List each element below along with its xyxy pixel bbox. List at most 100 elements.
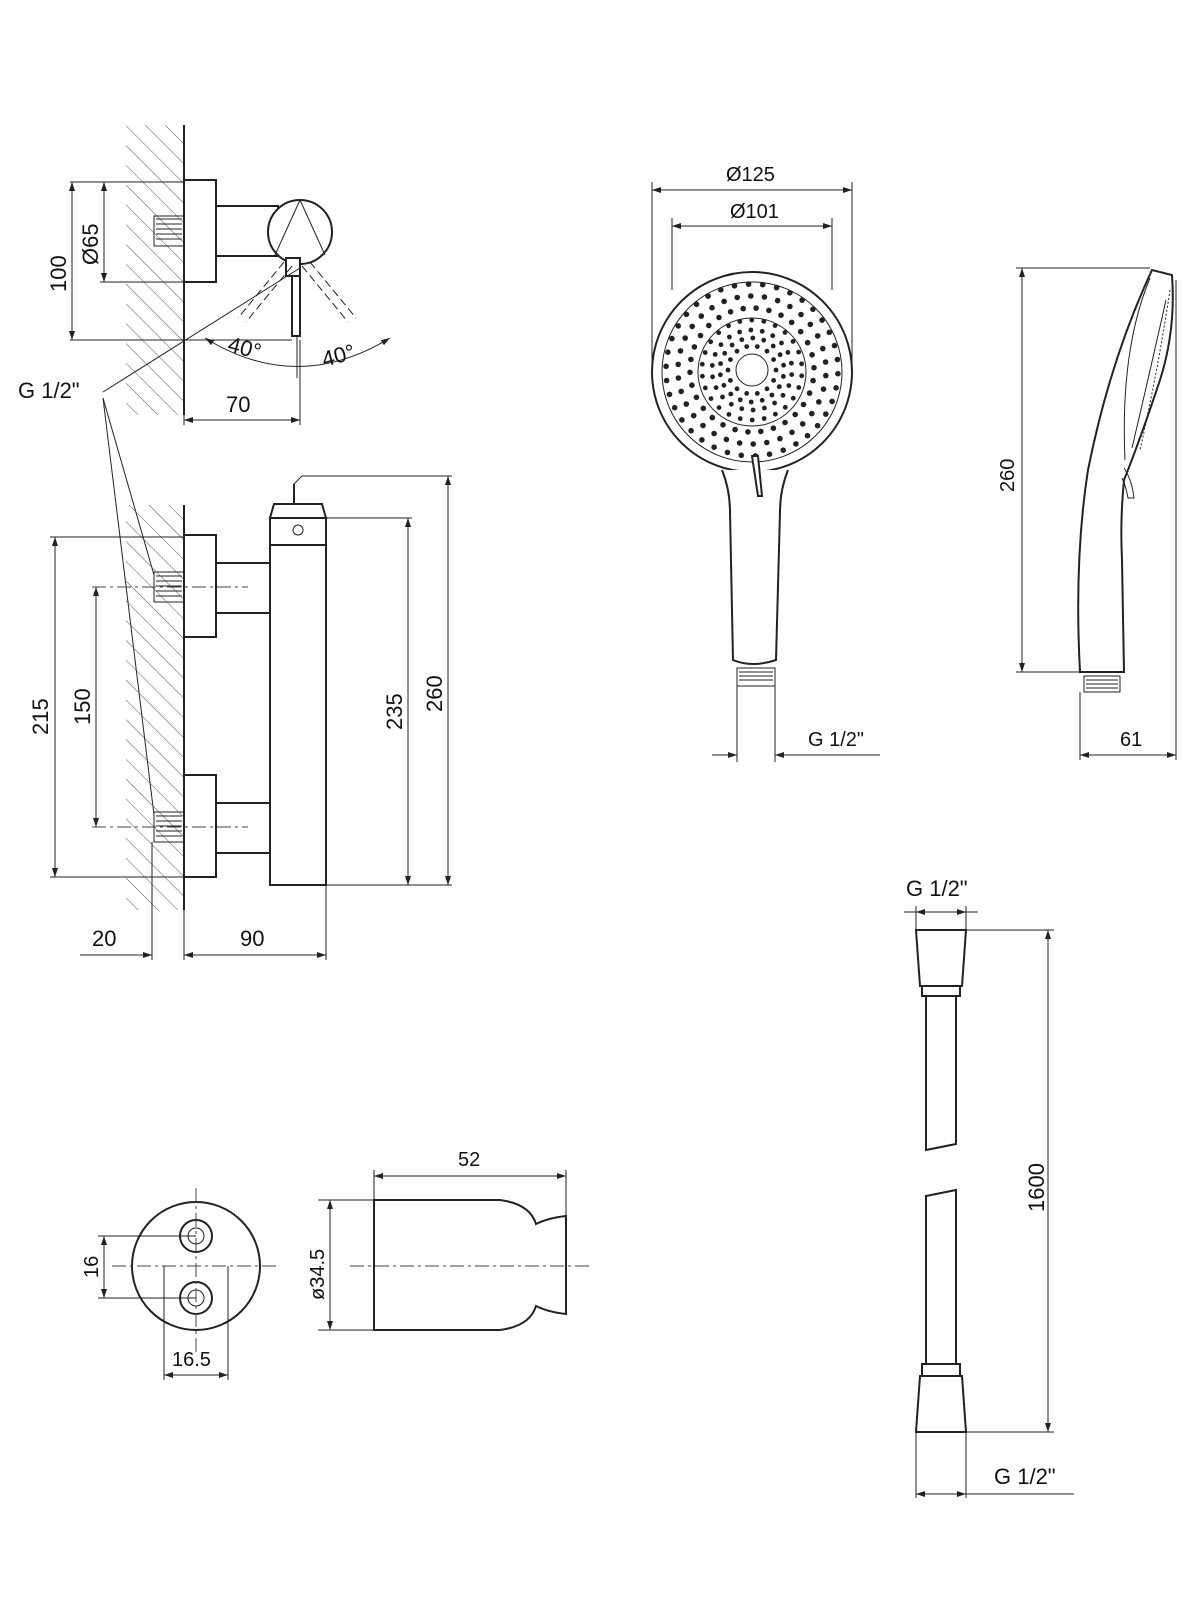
- hand-shower-front: Ø125 Ø101 G 1/2": [651, 164, 880, 762]
- dim-235: 235: [382, 693, 407, 730]
- spray-hole: [761, 416, 767, 421]
- spray-hole: [761, 337, 767, 343]
- mixer-body: [269, 544, 327, 886]
- spray-hole: [729, 342, 735, 348]
- spray-hole: [773, 367, 779, 373]
- spray-hole: [814, 333, 821, 339]
- spray-hole: [723, 436, 730, 443]
- thread-label-hose-bottom: G 1/2": [994, 1464, 1056, 1489]
- hose-bottom-nut: [914, 1375, 968, 1433]
- angle-right-label: 40°: [319, 339, 358, 372]
- dim-1600: 1600: [1024, 1163, 1049, 1212]
- dim-diameter-34-5: ø34.5: [307, 1249, 329, 1300]
- spray-hole: [721, 382, 727, 388]
- spray-hole: [677, 348, 684, 354]
- mixer-front-view: 215 150 235 260 20 90: [28, 475, 452, 960]
- spray-hole: [691, 344, 698, 350]
- spray-hole: [739, 337, 745, 343]
- spray-hole: [759, 328, 765, 334]
- spray-hole: [786, 383, 792, 388]
- spray-hole: [687, 369, 693, 376]
- dim-90: 90: [240, 926, 264, 951]
- spray-hole: [693, 301, 700, 308]
- spray-hole: [764, 348, 770, 354]
- spray-hole: [688, 356, 694, 363]
- spray-hole: [816, 399, 822, 405]
- spray-hole: [727, 309, 734, 315]
- spray-hole: [710, 374, 715, 380]
- spray-hole: [689, 382, 695, 389]
- spray-hole: [823, 372, 829, 379]
- spray-hole: [809, 410, 815, 417]
- spray-hole: [745, 281, 752, 287]
- spray-hole: [700, 422, 706, 429]
- hose-top-nut: [914, 929, 968, 987]
- spray-hole: [728, 378, 733, 383]
- spray-hole: [732, 426, 738, 433]
- spray-hole: [761, 294, 768, 300]
- spray-hole: [759, 397, 765, 403]
- spray-hole: [785, 350, 791, 355]
- spray-hole: [711, 444, 717, 451]
- spray-hole: [759, 281, 766, 288]
- spray-hole: [789, 372, 795, 377]
- thread-label-shower: G 1/2": [808, 729, 864, 751]
- spray-hole: [799, 361, 804, 367]
- spray-hole: [731, 283, 738, 289]
- spray-hole: [728, 401, 734, 407]
- spray-hole: [796, 349, 802, 355]
- spray-hole: [738, 452, 745, 459]
- spray-hole: [798, 311, 804, 318]
- spray-hole: [782, 404, 788, 410]
- spray-hole: [770, 343, 776, 349]
- spray-hole: [709, 414, 716, 421]
- spray-hole: [702, 350, 708, 355]
- spray-hole: [788, 319, 795, 326]
- spray-hole: [807, 321, 814, 328]
- spray-hole: [780, 447, 786, 454]
- spray-hole: [716, 314, 722, 321]
- spray-hole: [706, 322, 712, 329]
- spray-hole: [739, 406, 745, 412]
- spray-hole: [779, 340, 784, 346]
- dim-215: 215: [28, 698, 53, 735]
- hose-upper: [925, 995, 957, 1152]
- spray-hole: [665, 349, 671, 356]
- spray-hole: [835, 370, 841, 377]
- hose-lower: [925, 1188, 957, 1365]
- spray-hole: [806, 390, 813, 396]
- mixer-cap: [269, 517, 327, 546]
- spray-hole: [749, 417, 755, 423]
- spray-hole: [810, 377, 816, 384]
- spray-hole: [702, 385, 708, 391]
- spray-hole: [720, 394, 725, 400]
- wall-hatch-front: [126, 505, 184, 910]
- spray-hole: [781, 362, 786, 368]
- spray-hole: [697, 332, 704, 339]
- spray-hole: [758, 428, 764, 435]
- flange-upper: [183, 534, 217, 638]
- spray-holes: [663, 281, 841, 459]
- dim-150: 150: [70, 688, 95, 725]
- spray-hole: [782, 330, 788, 335]
- spray-hole: [753, 305, 759, 311]
- spray-hole: [663, 377, 670, 384]
- spray-hole: [737, 416, 743, 421]
- spray-hole: [713, 385, 719, 390]
- spray-hole: [793, 441, 799, 447]
- spray-hole: [663, 363, 669, 370]
- holder-side: 52 ø34.5: [307, 1149, 590, 1331]
- dim-20: 20: [92, 926, 116, 951]
- spray-hole: [678, 388, 684, 395]
- spray-hole: [764, 439, 770, 446]
- spray-hole: [721, 298, 727, 305]
- lever-circle: [267, 199, 333, 265]
- spray-hole: [734, 386, 740, 392]
- spray-hole: [792, 411, 798, 418]
- spray-hole: [777, 352, 783, 358]
- spray-hole: [744, 391, 750, 396]
- spray-hole: [819, 317, 825, 323]
- spray-hole: [750, 441, 756, 447]
- spray-hole: [790, 339, 796, 344]
- hose: G 1/2" 1600 G 1/2": [904, 876, 1074, 1498]
